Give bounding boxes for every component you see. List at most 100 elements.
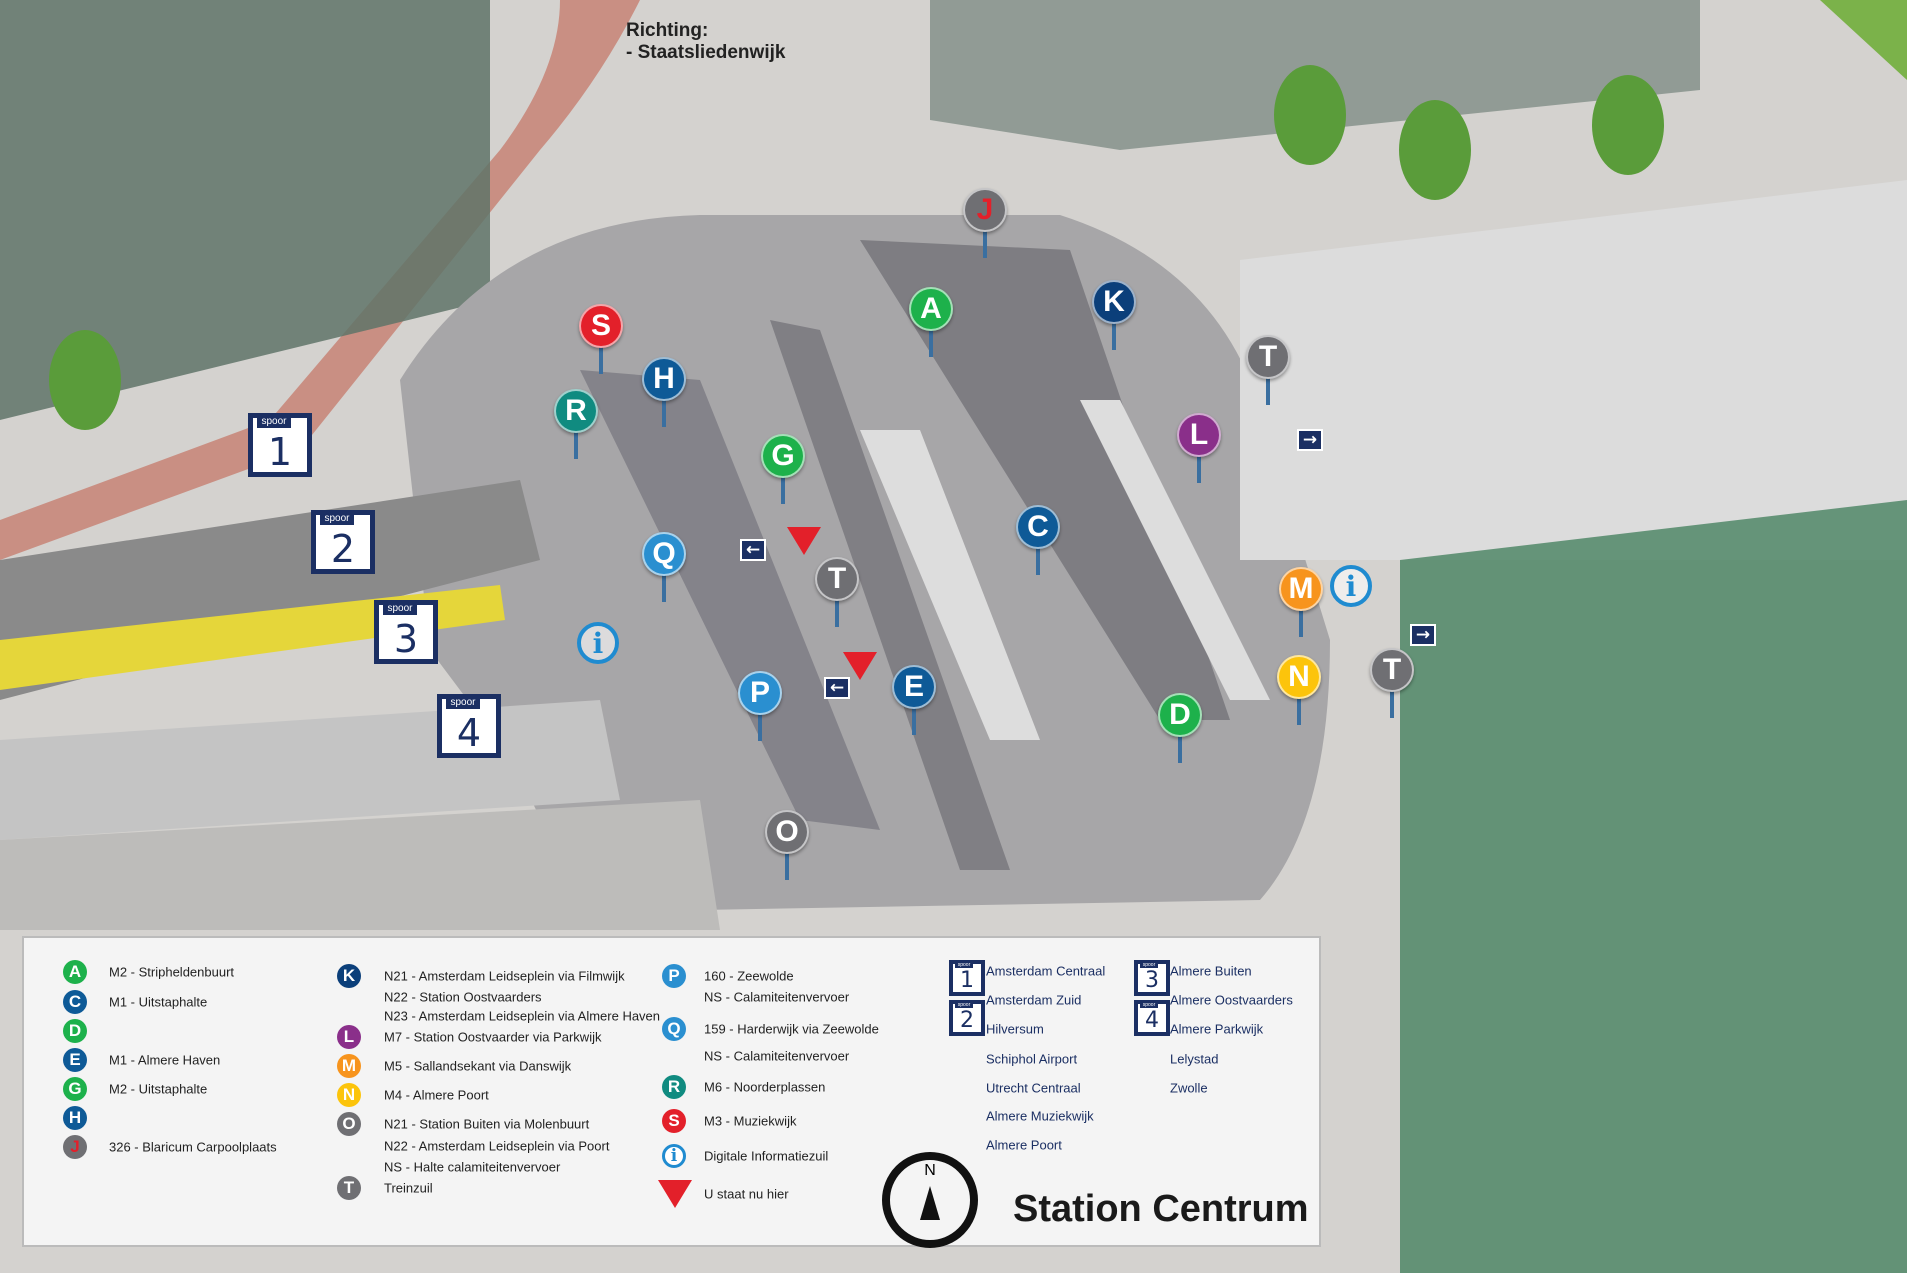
legend-info-icon: i bbox=[662, 1144, 686, 1168]
stop-pole bbox=[758, 711, 762, 741]
stop-pole bbox=[1036, 545, 1040, 575]
spoor-label: spoor bbox=[955, 962, 973, 968]
stop-pole bbox=[781, 474, 785, 504]
legend-destination: Almere Parkwijk bbox=[1170, 1021, 1264, 1037]
stop-marker-t[interactable]: T bbox=[1246, 335, 1290, 379]
spoor-label: spoor bbox=[1140, 1002, 1158, 1008]
stop-pole bbox=[1299, 607, 1303, 637]
stop-marker-n[interactable]: N bbox=[1277, 655, 1321, 699]
legend-route-text: M6 - Noorderplassen bbox=[704, 1079, 826, 1095]
spoor-label: spoor bbox=[1140, 962, 1158, 968]
arrow-right-icon: → bbox=[1297, 429, 1323, 451]
stop-marker-s[interactable]: S bbox=[579, 304, 623, 348]
legend-badge-r: R bbox=[662, 1075, 686, 1099]
compass-arrow bbox=[920, 1186, 940, 1220]
stop-marker-e[interactable]: E bbox=[892, 665, 936, 709]
trees bbox=[49, 65, 1664, 430]
spoor-number: 2 bbox=[330, 527, 356, 571]
legend-route-text: M2 - Stripheldenbuurt bbox=[109, 964, 235, 980]
spoor-label: spoor bbox=[320, 513, 354, 525]
legend-route-text: M1 - Almere Haven bbox=[109, 1052, 221, 1068]
stop-marker-o[interactable]: O bbox=[765, 810, 809, 854]
you-are-here-marker bbox=[843, 652, 877, 680]
legend-route-text: NS - Calamiteitenvervoer bbox=[704, 1048, 850, 1064]
legend-badge-l: L bbox=[337, 1025, 361, 1049]
legend-destination: Hilversum bbox=[986, 1021, 1044, 1037]
legend-route-text: NS - Calamiteitenvervoer bbox=[704, 989, 850, 1005]
building-left bbox=[0, 0, 490, 420]
legend-route-text: M5 - Sallandsekant via Danswijk bbox=[384, 1058, 572, 1074]
legend-destination: Almere Buiten bbox=[1170, 963, 1252, 979]
stop-marker-g[interactable]: G bbox=[761, 434, 805, 478]
stop-marker-r[interactable]: R bbox=[554, 389, 598, 433]
info-icon[interactable]: i bbox=[1330, 565, 1372, 607]
spoor-number: 3 bbox=[393, 617, 419, 661]
stop-marker-l[interactable]: L bbox=[1177, 413, 1221, 457]
spoor-number: 1 bbox=[960, 968, 974, 993]
station-building-right bbox=[1240, 180, 1907, 560]
legend-route-text: 159 - Harderwijk via Zeewolde bbox=[704, 1021, 879, 1037]
legend-badge-m: M bbox=[337, 1054, 361, 1078]
legend-route-text: 326 - Blaricum Carpoolplaats bbox=[109, 1139, 277, 1155]
platform-1 bbox=[770, 320, 1010, 870]
info-icon[interactable]: i bbox=[577, 622, 619, 664]
legend-badge-t: T bbox=[337, 1176, 361, 1200]
stop-marker-p[interactable]: P bbox=[738, 671, 782, 715]
legend-badge-n: N bbox=[337, 1083, 361, 1107]
stop-marker-t[interactable]: T bbox=[815, 557, 859, 601]
legend-destination: Amsterdam Centraal bbox=[986, 963, 1106, 979]
stop-pole bbox=[662, 397, 666, 427]
legend-badge-p: P bbox=[662, 964, 686, 988]
stop-marker-m[interactable]: M bbox=[1279, 567, 1323, 611]
stop-pole bbox=[929, 327, 933, 357]
arrow-right-icon: → bbox=[1410, 624, 1436, 646]
stop-pole bbox=[983, 228, 987, 258]
stop-pole bbox=[785, 850, 789, 880]
legend-route-text: M7 - Station Oostvaarder via Parkwijk bbox=[384, 1029, 602, 1045]
legend-route-text: N23 - Amsterdam Leidseplein via Almere H… bbox=[384, 1008, 661, 1024]
spoor-number: 4 bbox=[456, 711, 482, 755]
stop-marker-c[interactable]: C bbox=[1016, 505, 1060, 549]
legend-destination: Almere Oostvaarders bbox=[1170, 992, 1293, 1008]
stop-marker-k[interactable]: K bbox=[1092, 280, 1136, 324]
spoor-number: 1 bbox=[267, 430, 293, 474]
arrow-left-icon: ← bbox=[824, 677, 850, 699]
legend-route-text: M1 - Uitstaphalte bbox=[109, 994, 208, 1010]
legend-route-text: N21 - Station Buiten via Molenbuurt bbox=[384, 1116, 590, 1132]
stop-marker-q[interactable]: Q bbox=[642, 532, 686, 576]
legend-badge-o: O bbox=[337, 1112, 361, 1136]
legend-destination: Lelystad bbox=[1170, 1051, 1219, 1067]
stop-marker-h[interactable]: H bbox=[642, 357, 686, 401]
spoor-sign-2: spoor 2 bbox=[311, 510, 375, 574]
legend-route-text: M2 - Uitstaphalte bbox=[109, 1081, 208, 1097]
legend-destination: Amsterdam Zuid bbox=[986, 992, 1082, 1008]
compass-north-label: N bbox=[924, 1162, 936, 1179]
stop-pole bbox=[1178, 733, 1182, 763]
stop-pole bbox=[835, 597, 839, 627]
platform-2 bbox=[860, 240, 1230, 720]
legend-badge-c: C bbox=[63, 990, 87, 1014]
stop-marker-j[interactable]: J bbox=[963, 188, 1007, 232]
stop-marker-d[interactable]: D bbox=[1158, 693, 1202, 737]
spoor-number: 2 bbox=[960, 1008, 974, 1033]
legend-route-text: M3 - Muziekwijk bbox=[704, 1113, 797, 1129]
legend-badge-a: A bbox=[63, 960, 87, 984]
legend-badge-k: K bbox=[337, 964, 361, 988]
stop-pole bbox=[1390, 688, 1394, 718]
legend-route-text: N22 - Station Oostvaarders bbox=[384, 989, 542, 1005]
stop-pole bbox=[662, 572, 666, 602]
stop-pole bbox=[912, 705, 916, 735]
station-title: Station Centrum bbox=[1013, 1188, 1309, 1230]
stop-pole bbox=[1297, 695, 1301, 725]
legend-destination: Zwolle bbox=[1170, 1080, 1208, 1096]
direction-heading: Richting: bbox=[626, 20, 709, 41]
glass-building-right bbox=[1400, 500, 1907, 1273]
stop-marker-a[interactable]: A bbox=[909, 287, 953, 331]
legend-destination: Almere Poort bbox=[986, 1137, 1062, 1153]
stop-marker-t[interactable]: T bbox=[1370, 648, 1414, 692]
direction-label: Richting: - Staatsliedenwijk bbox=[626, 20, 785, 64]
